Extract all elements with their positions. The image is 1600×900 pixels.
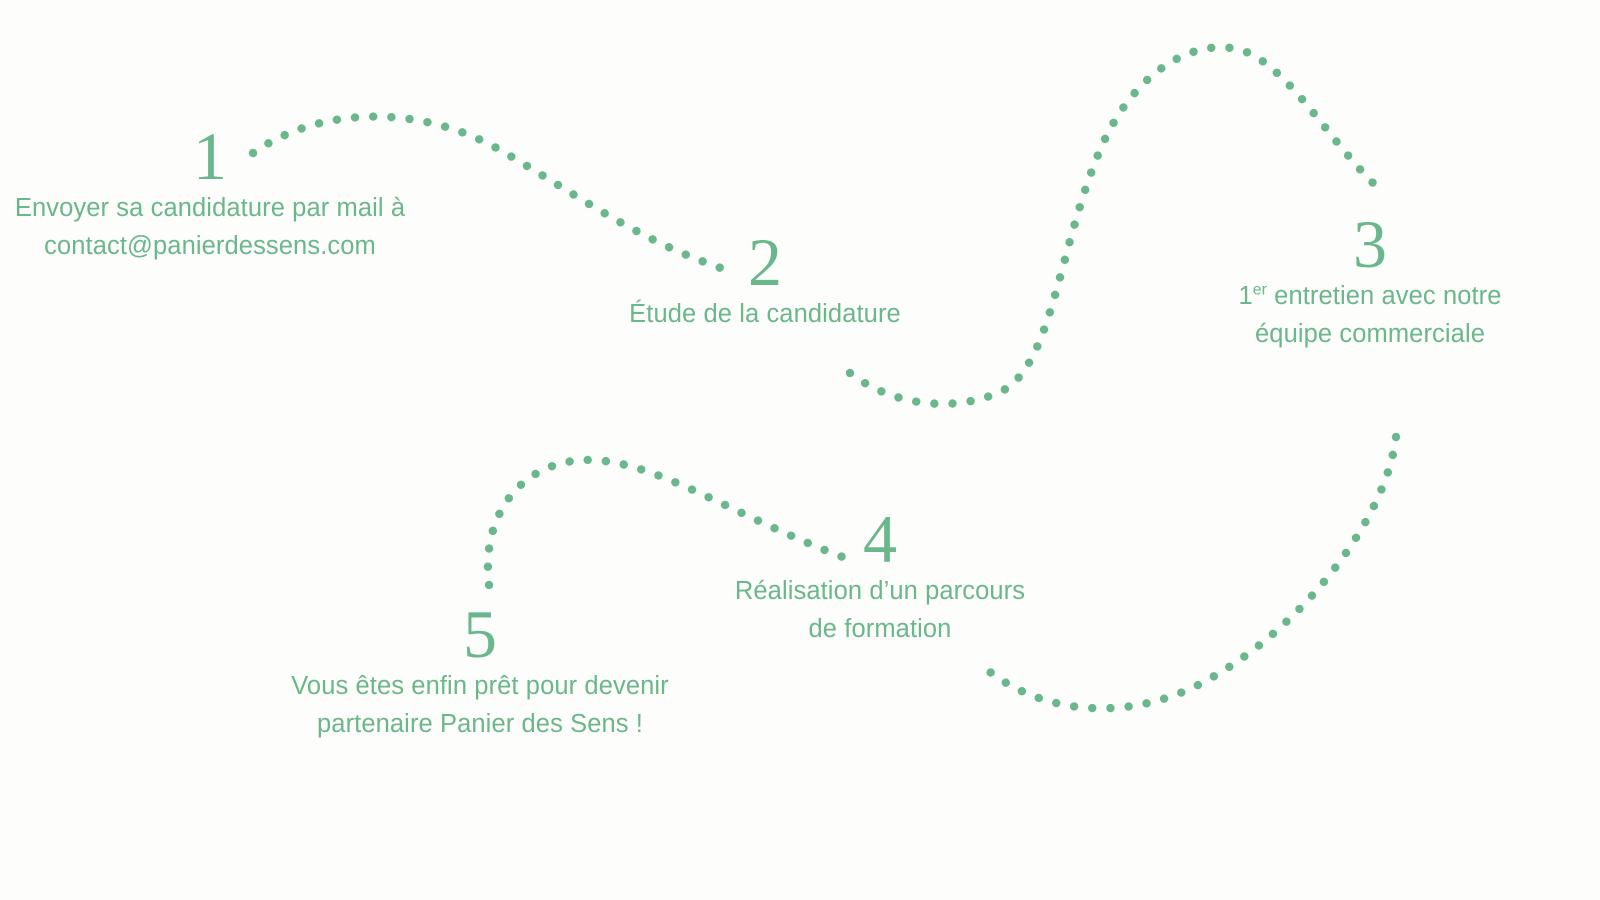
step-3-number: 3	[1353, 206, 1387, 282]
step-3-label-ordinal: 1	[1238, 282, 1253, 310]
step-5: 5 Vous êtes enfin prêt pour devenir part…	[275, 600, 685, 743]
step-3-label-ordinal-suffix: er	[1252, 281, 1267, 299]
step-5-number: 5	[463, 596, 497, 672]
step-2-label: Étude de la candidature	[629, 300, 901, 328]
step-2-number: 2	[748, 224, 782, 300]
step-3-label: 1er entretien avec notre équipe commercia…	[1185, 278, 1555, 353]
step-4: 4 Réalisation d’un parcours de formation	[715, 505, 1045, 648]
step-5-label: Vous êtes enfin prêt pour devenir parten…	[291, 672, 669, 738]
connector-3-to-4	[985, 432, 1401, 713]
step-3-label-line2: équipe commerciale	[1255, 319, 1485, 348]
step-1: 1 Envoyer sa candidature par mail à cont…	[0, 122, 420, 265]
step-1-label: Envoyer sa candidature par mail à contac…	[14, 194, 406, 260]
step-3-label-rest: entretien avec notre	[1266, 282, 1502, 310]
step-1-number: 1	[193, 118, 227, 194]
step-4-label: Réalisation d’un parcours de formation	[734, 577, 1026, 643]
step-2: 2 Étude de la candidature	[600, 228, 930, 334]
step-4-number: 4	[863, 501, 897, 577]
